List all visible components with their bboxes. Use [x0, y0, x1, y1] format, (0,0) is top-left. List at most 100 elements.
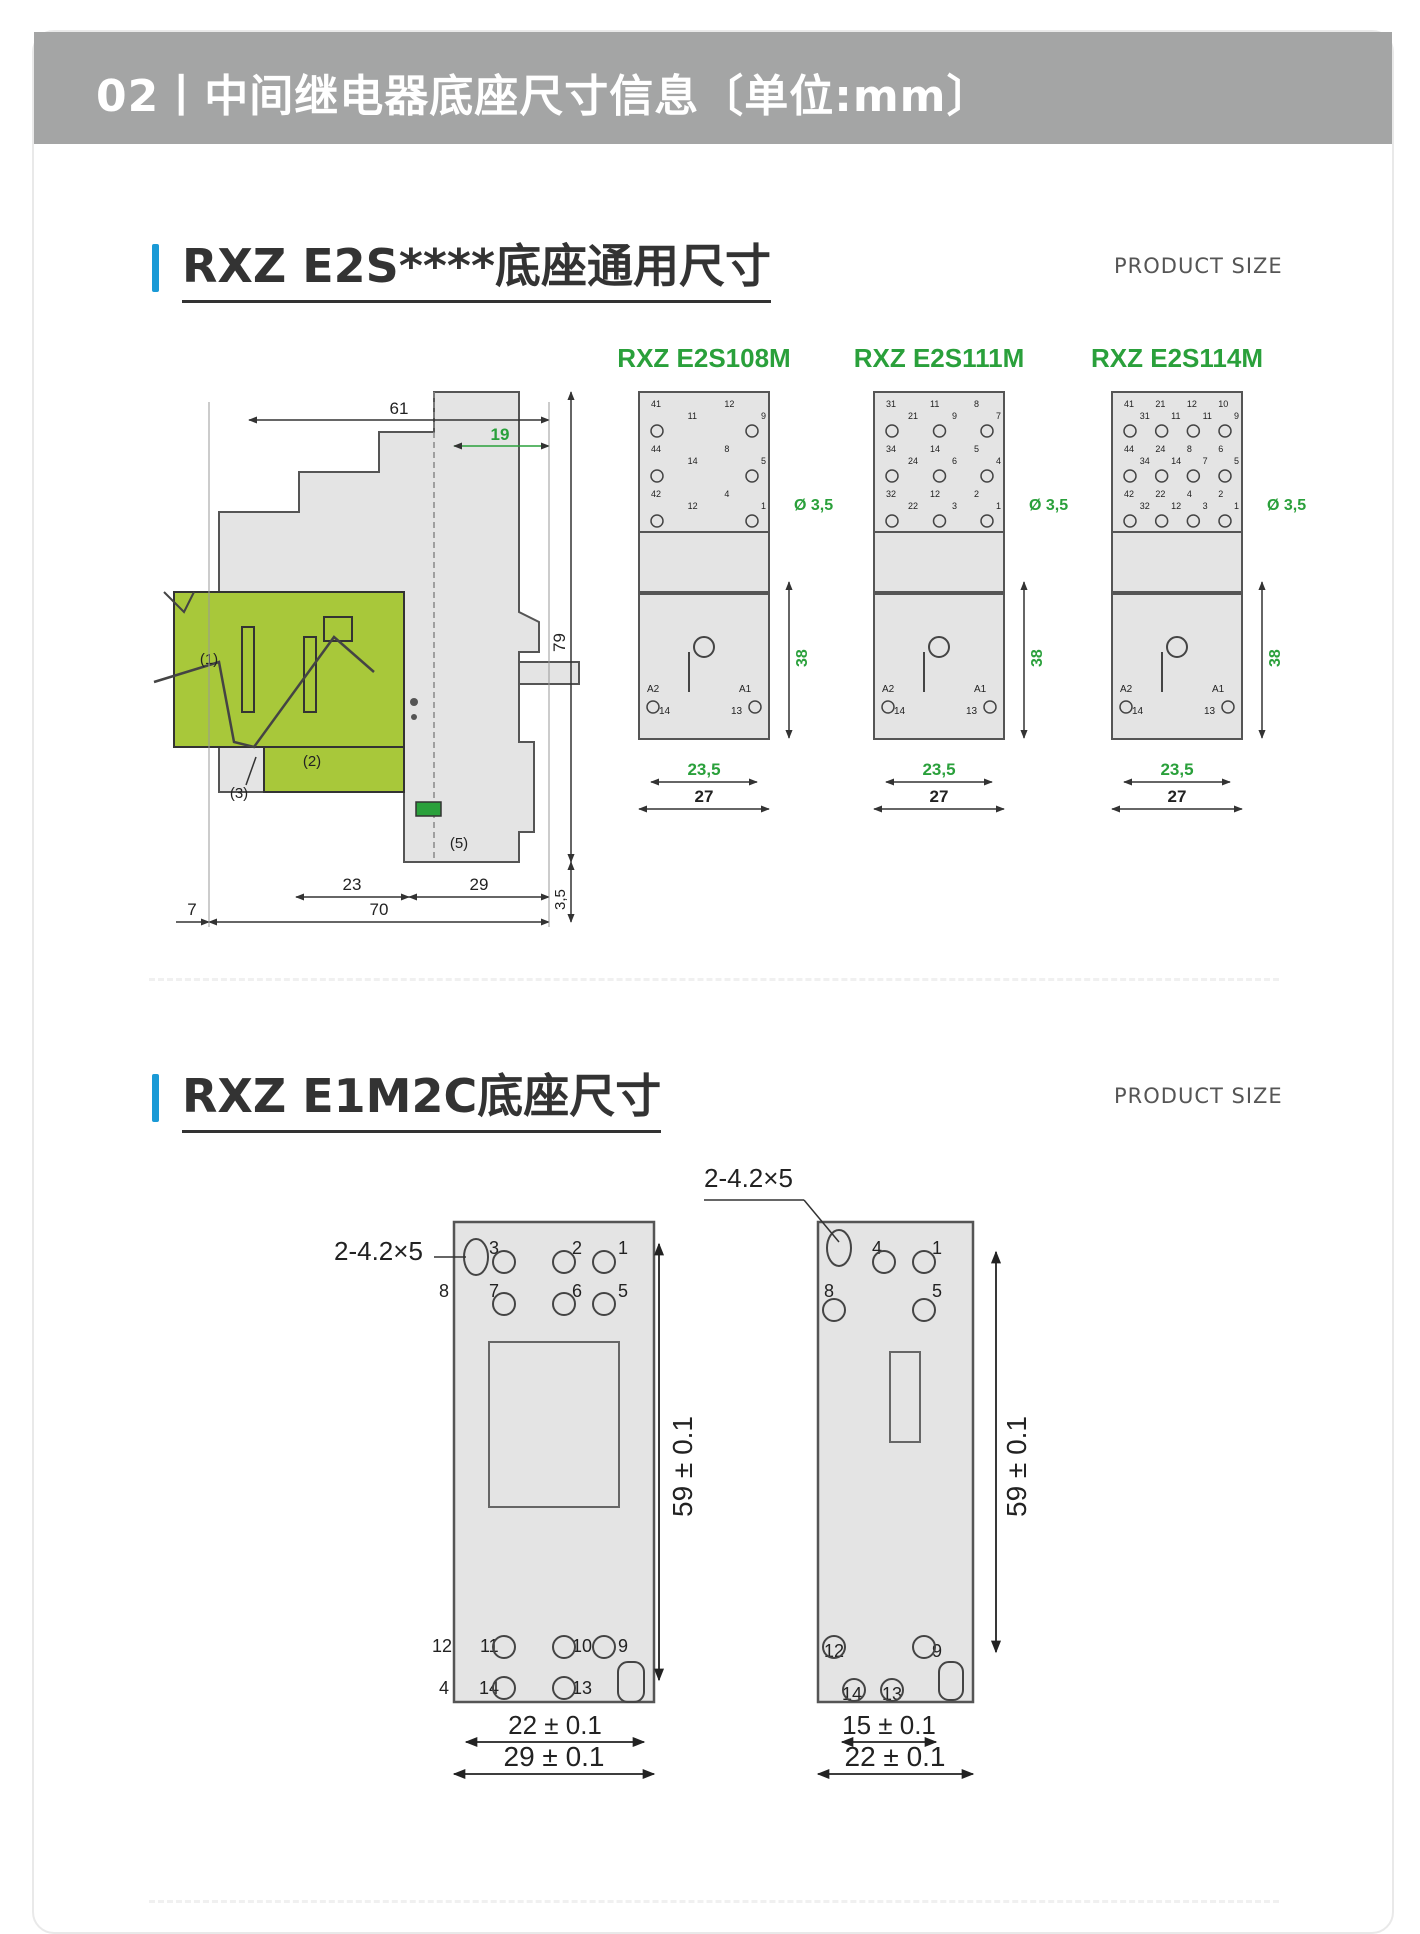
terminal-hole [1154, 514, 1169, 528]
terminal-hole [881, 700, 895, 714]
width-outer-dim: 29 ± 0.1 [504, 1741, 605, 1772]
terminal-label: 44 [651, 444, 661, 454]
terminal-label: 42 [1124, 489, 1134, 499]
height-dim: 59 ± 0.1 [1001, 1416, 1032, 1517]
terminal-label: 11 [688, 411, 697, 421]
terminal-label: 41 [1124, 399, 1134, 409]
width-inner-dim: 23,5 [687, 760, 720, 779]
terminal-label: 3 [1203, 501, 1208, 511]
hole-dim: Ø 3,5 [1029, 497, 1068, 514]
terminal-label: 32 [1140, 501, 1150, 511]
terminal-hole [592, 1250, 616, 1274]
terminal-label: 11 [930, 399, 939, 409]
side-view: (1) (2) (3) (5) 61 19 79 23 29 70 7 3,5 [153, 391, 580, 927]
model-108m: RXZ E2S108M Ø 3,5 38 23,5 27 41111294414… [617, 343, 833, 813]
terminal-label: 8 [1187, 444, 1192, 454]
terminal-label: 4 [724, 489, 729, 499]
terminal-hole [492, 1635, 516, 1659]
height-dim: 38 [1267, 649, 1284, 667]
dim-79: 79 [550, 633, 569, 652]
terminal-label: 11 [1203, 411, 1212, 421]
terminal-label: 1 [932, 1238, 942, 1258]
terminal-hole [932, 424, 947, 438]
terminal-label: 8 [974, 399, 979, 409]
terminal-label: 4 [996, 456, 1001, 466]
terminal-label: 24 [908, 456, 918, 466]
terminal-label: 9 [618, 1636, 628, 1656]
terminal-label: A1 [974, 684, 987, 695]
terminal-label: 34 [1140, 456, 1150, 466]
terminal-label: 1 [1234, 501, 1239, 511]
terminal-hole [1154, 424, 1169, 438]
terminal-hole [885, 424, 899, 438]
terminal-label: 13 [572, 1678, 592, 1698]
terminal-label: A1 [739, 684, 752, 695]
terminal-hole [552, 1292, 576, 1316]
terminal-label: 14 [1171, 456, 1181, 466]
hole-dim: Ø 3,5 [794, 497, 833, 514]
terminal-hole [932, 514, 947, 528]
terminal-hole [1221, 700, 1235, 714]
terminal-label: 14 [659, 706, 671, 717]
terminal-hole [1186, 514, 1201, 528]
terminal-label: 12 [724, 399, 734, 409]
terminal-label: 13 [966, 706, 978, 717]
terminal-label: 12 [432, 1636, 452, 1656]
hole-label: 2-4.2×5 [334, 1236, 423, 1266]
section2-title: RXZ E1M2C底座尺寸 [182, 1060, 662, 1133]
terminal-label: 2 [1218, 489, 1223, 499]
terminal-label: 12 [688, 501, 698, 511]
terminal-label: 42 [651, 489, 661, 499]
terminal-label: 22 [1155, 489, 1165, 499]
terminal-label: A2 [647, 684, 660, 695]
terminal-label: 14 [688, 456, 698, 466]
terminal-label: 3 [952, 501, 957, 511]
terminal-label: 8 [724, 444, 729, 454]
section2-subtitle: PRODUCT SIZE [1114, 1084, 1283, 1108]
callout-3: (3) [230, 785, 248, 802]
terminal-hole [912, 1298, 936, 1322]
terminal-label: A2 [1120, 684, 1133, 695]
terminal-label: 32 [886, 489, 896, 499]
terminal-hole [748, 700, 762, 714]
width-inner-dim: 15 ± 0.1 [842, 1710, 936, 1740]
header-band: 02丨中间继电器底座尺寸信息〔单位:mm〕 [34, 32, 1392, 144]
terminal-label: 31 [886, 399, 896, 409]
terminal-label: 22 [908, 501, 918, 511]
terminal-hole [885, 469, 899, 483]
width-inner-dim: 22 ± 0.1 [508, 1710, 602, 1740]
terminal-hole [980, 469, 994, 483]
terminal-hole [1119, 700, 1133, 714]
terminal-label: 1 [618, 1238, 628, 1258]
terminal-label: 14 [894, 706, 906, 717]
terminal-hole [980, 424, 994, 438]
divider [149, 978, 1279, 981]
dim-3-5: 3,5 [552, 889, 569, 910]
terminal-label: 44 [1124, 444, 1134, 454]
terminal-hole [822, 1298, 846, 1322]
terminal-hole [1154, 469, 1169, 483]
terminal-hole [1123, 514, 1137, 528]
terminal-label: 5 [618, 1281, 628, 1301]
terminal-label: 4 [1187, 489, 1192, 499]
model-114m: RXZ E2S114M Ø 3,5 38 23,5 27 41312111121… [1091, 343, 1306, 813]
terminal-hole [492, 1676, 516, 1700]
terminal-hole [822, 1635, 846, 1659]
terminal-label: 6 [1218, 444, 1223, 454]
terminal-label: 34 [886, 444, 896, 454]
terminal-hole [492, 1292, 516, 1316]
model-name: RXZ E2S108M [617, 343, 790, 373]
terminal-hole [650, 424, 664, 438]
terminal-label: 21 [908, 411, 918, 421]
terminal-hole [1123, 469, 1137, 483]
terminal-label: 12 [1187, 399, 1197, 409]
dim-19: 19 [491, 425, 510, 444]
width-outer-dim: 27 [930, 787, 949, 806]
terminal-label: 9 [952, 411, 957, 421]
terminal-hole [592, 1292, 616, 1316]
terminal-label: 5 [974, 444, 979, 454]
terminal-hole [592, 1635, 616, 1659]
terminal-label: 13 [731, 706, 743, 717]
terminal-label: 9 [1234, 411, 1239, 421]
dim-61: 61 [390, 399, 409, 418]
